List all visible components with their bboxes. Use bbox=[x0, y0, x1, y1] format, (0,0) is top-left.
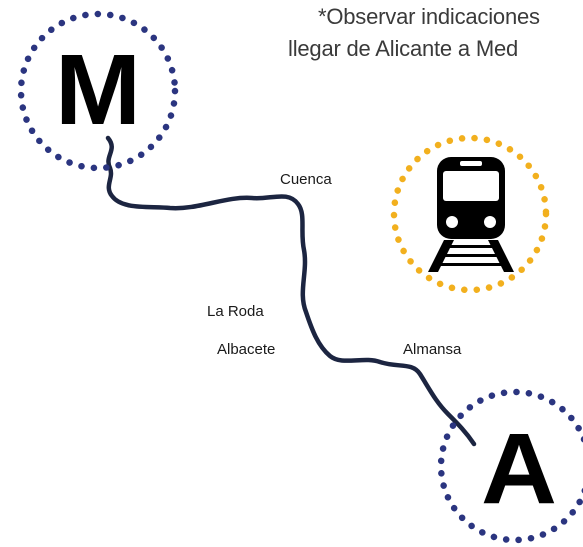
railway-route-line bbox=[105, 135, 477, 447]
instruction-note-line-2: llegar de Alicante a Med bbox=[288, 36, 519, 61]
train-icon bbox=[428, 157, 514, 272]
station-label-la-roda: La Roda bbox=[207, 303, 264, 320]
station-label-almansa: Almansa bbox=[403, 341, 462, 358]
origin-city-badge: M bbox=[17, 10, 179, 172]
instruction-note-line-1: *Observar indicaciones bbox=[318, 4, 540, 29]
train-badge bbox=[390, 134, 550, 294]
train-dotted-ring bbox=[390, 134, 550, 294]
station-label-albacete: Albacete bbox=[217, 341, 276, 358]
destination-city-badge: A bbox=[437, 388, 583, 544]
station-label-cuenca: Cuenca bbox=[280, 171, 332, 188]
destination-dotted-ring bbox=[437, 388, 583, 544]
origin-dotted-ring bbox=[17, 10, 179, 172]
destination-letter: A bbox=[481, 413, 557, 525]
origin-letter: M bbox=[55, 34, 141, 146]
